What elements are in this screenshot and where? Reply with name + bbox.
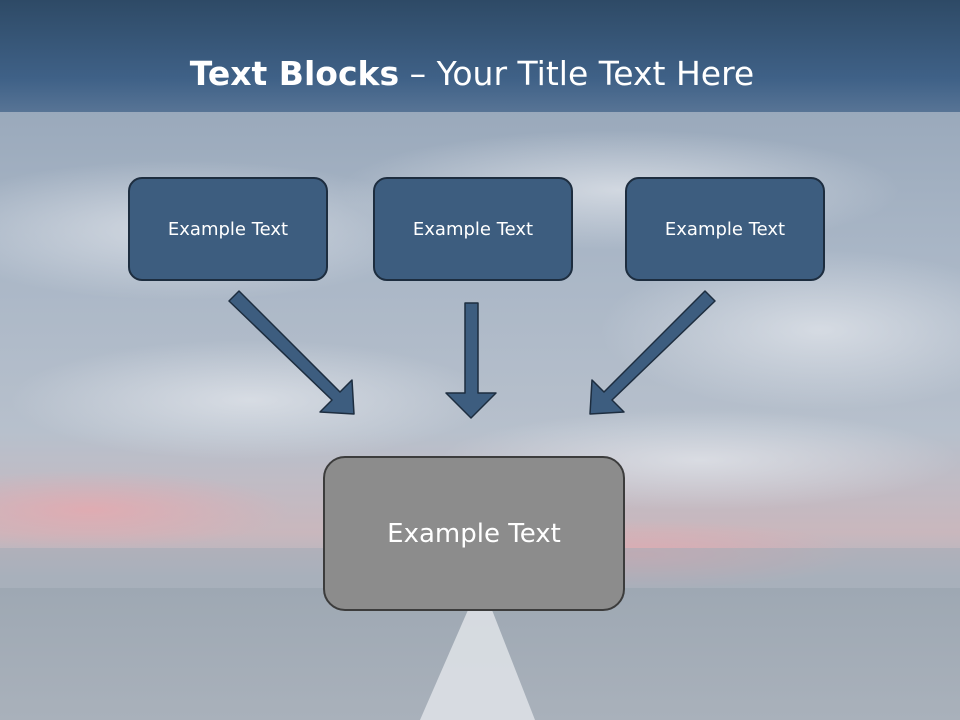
text-block-label: Example Text xyxy=(664,218,786,240)
text-block-right[interactable]: Example Text xyxy=(625,177,825,281)
result-block-label: Example Text xyxy=(387,518,561,549)
title-separator: – xyxy=(409,54,427,93)
result-block[interactable]: Example Text xyxy=(323,456,625,611)
text-block-label: Example Text xyxy=(412,218,534,240)
text-block-label: Example Text xyxy=(167,218,289,240)
text-block-left[interactable]: Example Text xyxy=(128,177,328,281)
title-bar xyxy=(0,0,960,112)
slide-title: Text Blocks – Your Title Text Here xyxy=(0,52,944,96)
title-bold-part: Text Blocks xyxy=(189,54,400,93)
title-rest: Your Title Text Here xyxy=(436,54,755,93)
text-block-center[interactable]: Example Text xyxy=(373,177,573,281)
